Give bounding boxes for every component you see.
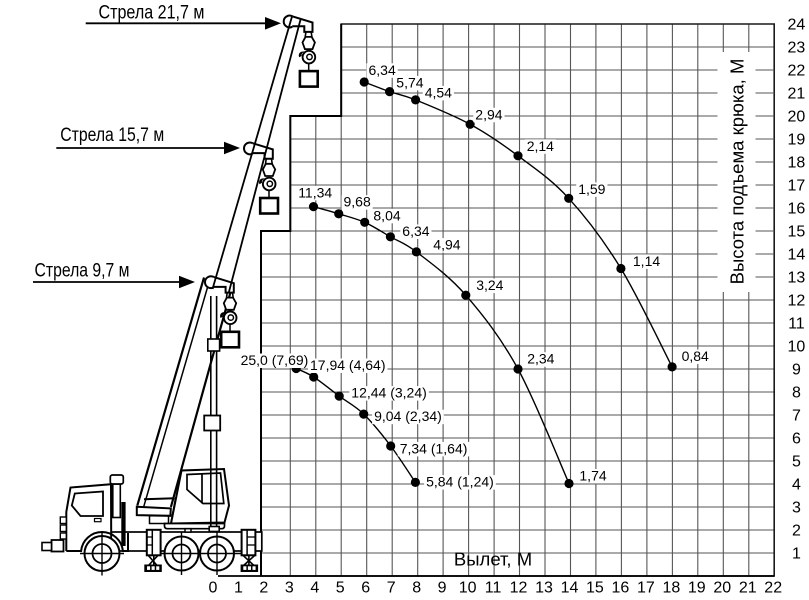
svg-text:1: 1 xyxy=(234,580,243,595)
svg-text:4,94: 4,94 xyxy=(433,237,460,253)
svg-text:10: 10 xyxy=(788,339,806,356)
svg-text:18: 18 xyxy=(788,155,806,172)
svg-text:Вылет, М: Вылет, М xyxy=(454,549,532,570)
svg-text:9: 9 xyxy=(438,580,447,595)
svg-text:5,74: 5,74 xyxy=(396,74,423,90)
svg-text:3: 3 xyxy=(285,580,294,595)
svg-text:9: 9 xyxy=(792,362,801,379)
svg-text:23: 23 xyxy=(788,40,806,57)
svg-text:4: 4 xyxy=(792,477,801,494)
svg-text:7: 7 xyxy=(792,408,801,425)
svg-text:9,04 (2,34): 9,04 (2,34) xyxy=(374,408,442,424)
svg-text:16: 16 xyxy=(612,580,630,595)
svg-text:8: 8 xyxy=(792,385,801,402)
svg-text:6,34: 6,34 xyxy=(369,62,396,78)
svg-text:8,04: 8,04 xyxy=(373,207,400,223)
svg-text:Стрела 9,7 м: Стрела 9,7 м xyxy=(35,261,130,282)
svg-text:14: 14 xyxy=(561,580,579,595)
svg-text:2,94: 2,94 xyxy=(475,106,502,122)
svg-text:17: 17 xyxy=(637,580,655,595)
svg-text:9,68: 9,68 xyxy=(344,194,371,210)
svg-text:1: 1 xyxy=(792,546,801,563)
svg-text:15: 15 xyxy=(788,224,806,241)
svg-text:16: 16 xyxy=(788,201,806,218)
svg-text:5: 5 xyxy=(336,580,345,595)
svg-text:0: 0 xyxy=(208,580,217,595)
svg-text:5,84 (1,24): 5,84 (1,24) xyxy=(426,474,494,490)
svg-text:4,54: 4,54 xyxy=(425,84,452,100)
svg-text:22: 22 xyxy=(764,580,782,595)
svg-text:4: 4 xyxy=(310,580,319,595)
svg-text:10: 10 xyxy=(459,580,477,595)
svg-text:19: 19 xyxy=(788,132,806,149)
svg-text:6: 6 xyxy=(361,580,370,595)
svg-text:11: 11 xyxy=(485,580,502,595)
svg-text:21: 21 xyxy=(739,580,757,595)
svg-text:6: 6 xyxy=(792,431,801,448)
svg-text:2: 2 xyxy=(792,523,801,540)
svg-text:13: 13 xyxy=(535,580,553,595)
svg-text:3: 3 xyxy=(792,500,801,517)
svg-text:12: 12 xyxy=(510,580,528,595)
svg-text:1,14: 1,14 xyxy=(633,253,660,269)
svg-text:2,34: 2,34 xyxy=(527,351,554,367)
svg-text:21: 21 xyxy=(788,86,806,103)
svg-text:20: 20 xyxy=(713,580,731,595)
svg-text:5: 5 xyxy=(792,454,801,471)
svg-text:Высота подъема крюка, М: Высота подъема крюка, М xyxy=(727,59,748,285)
svg-text:17: 17 xyxy=(788,178,806,195)
svg-text:19: 19 xyxy=(688,580,706,595)
svg-text:8: 8 xyxy=(412,580,421,595)
svg-text:Стрела 15,7 м: Стрела 15,7 м xyxy=(60,125,164,146)
svg-text:24: 24 xyxy=(788,17,806,34)
svg-text:7,34 (1,64): 7,34 (1,64) xyxy=(400,440,468,456)
svg-text:13: 13 xyxy=(788,270,806,287)
svg-text:12: 12 xyxy=(788,293,806,310)
svg-text:6,34: 6,34 xyxy=(402,223,429,239)
svg-text:7: 7 xyxy=(387,580,396,595)
svg-text:18: 18 xyxy=(663,580,681,595)
svg-text:14: 14 xyxy=(788,247,806,264)
svg-text:3,24: 3,24 xyxy=(476,277,503,293)
svg-text:11,34: 11,34 xyxy=(298,184,332,200)
svg-text:25,0 (7,69): 25,0 (7,69) xyxy=(241,352,309,368)
svg-text:Стрела 21,7 м: Стрела 21,7 м xyxy=(99,2,205,23)
svg-text:20: 20 xyxy=(788,109,806,126)
svg-text:22: 22 xyxy=(788,63,806,80)
svg-text:2,14: 2,14 xyxy=(527,138,554,154)
svg-text:0,84: 0,84 xyxy=(682,348,709,364)
svg-text:11: 11 xyxy=(788,316,805,333)
svg-text:1,59: 1,59 xyxy=(578,181,605,197)
svg-text:12,44 (3,24): 12,44 (3,24) xyxy=(351,385,427,401)
svg-text:1,74: 1,74 xyxy=(579,468,606,484)
svg-text:2: 2 xyxy=(259,580,268,595)
svg-text:15: 15 xyxy=(586,580,604,595)
svg-text:17,94 (4,64): 17,94 (4,64) xyxy=(310,357,386,373)
